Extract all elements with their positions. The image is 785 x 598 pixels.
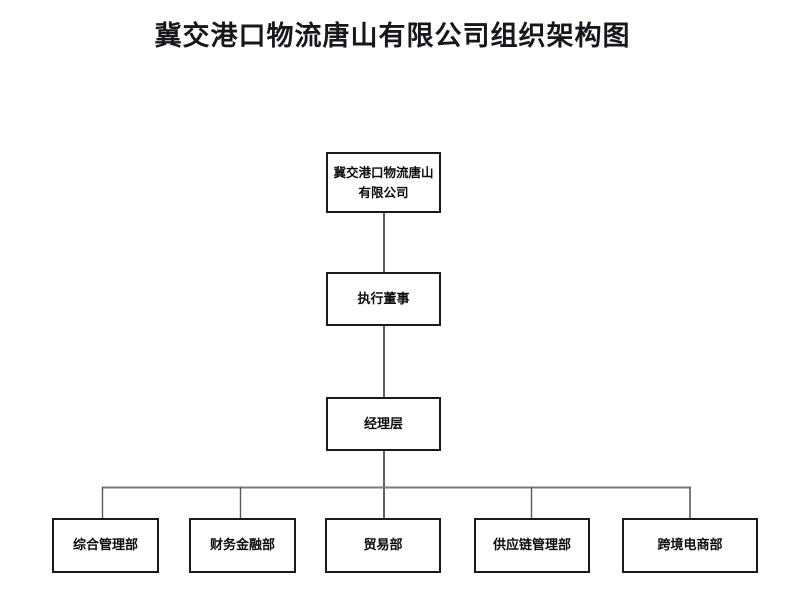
org-node-trade-dept[interactable]: 贸易部 <box>325 518 441 573</box>
org-node-company[interactable]: 冀交港口物流唐山有限公司 <box>326 152 441 213</box>
org-node-executive-director[interactable]: 执行董事 <box>326 272 441 326</box>
org-node-supply-chain-dept-label: 供应链管理部 <box>492 538 571 553</box>
page-title: 冀交港口物流唐山有限公司组织架构图 <box>154 21 631 52</box>
org-node-trade-dept-label: 贸易部 <box>363 538 403 553</box>
org-node-executive-director-label: 执行董事 <box>357 291 410 307</box>
org-node-company-label: 冀交港口物流唐山有限公司 <box>333 164 434 200</box>
org-node-cross-border-ecommerce-dept[interactable]: 跨境电商部 <box>622 518 758 573</box>
org-node-finance-dept[interactable]: 财务金融部 <box>189 518 296 573</box>
org-node-management-level-label: 经理层 <box>363 416 403 432</box>
org-node-general-management-dept[interactable]: 综合管理部 <box>52 518 159 573</box>
org-node-finance-dept-label: 财务金融部 <box>209 538 275 553</box>
org-node-management-level[interactable]: 经理层 <box>326 397 441 451</box>
org-node-cross-border-ecommerce-dept-label: 跨境电商部 <box>657 538 723 553</box>
org-node-general-management-dept-label: 综合管理部 <box>72 538 138 553</box>
org-node-supply-chain-dept[interactable]: 供应链管理部 <box>474 518 590 573</box>
